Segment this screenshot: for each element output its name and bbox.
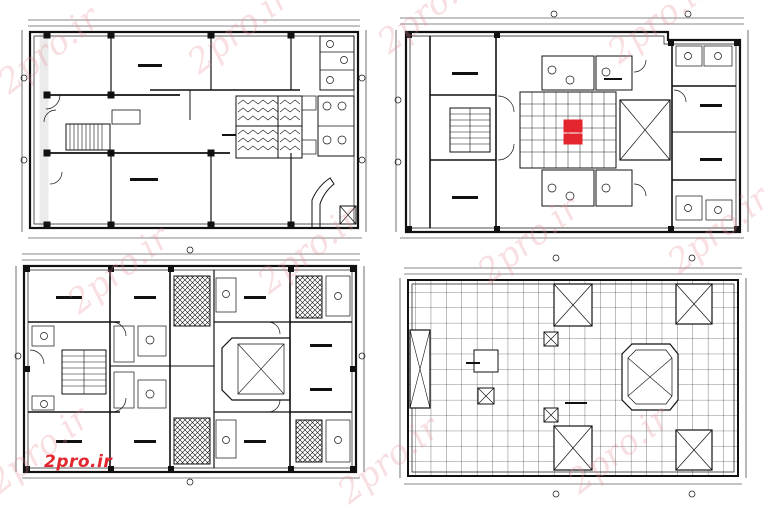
brand-logo-text: 2pro.ir [44,452,113,472]
plan-top-right [394,10,749,239]
plan-top-left [20,19,367,239]
plan-bottom-left [14,246,366,486]
plan-bottom-right [399,254,747,498]
